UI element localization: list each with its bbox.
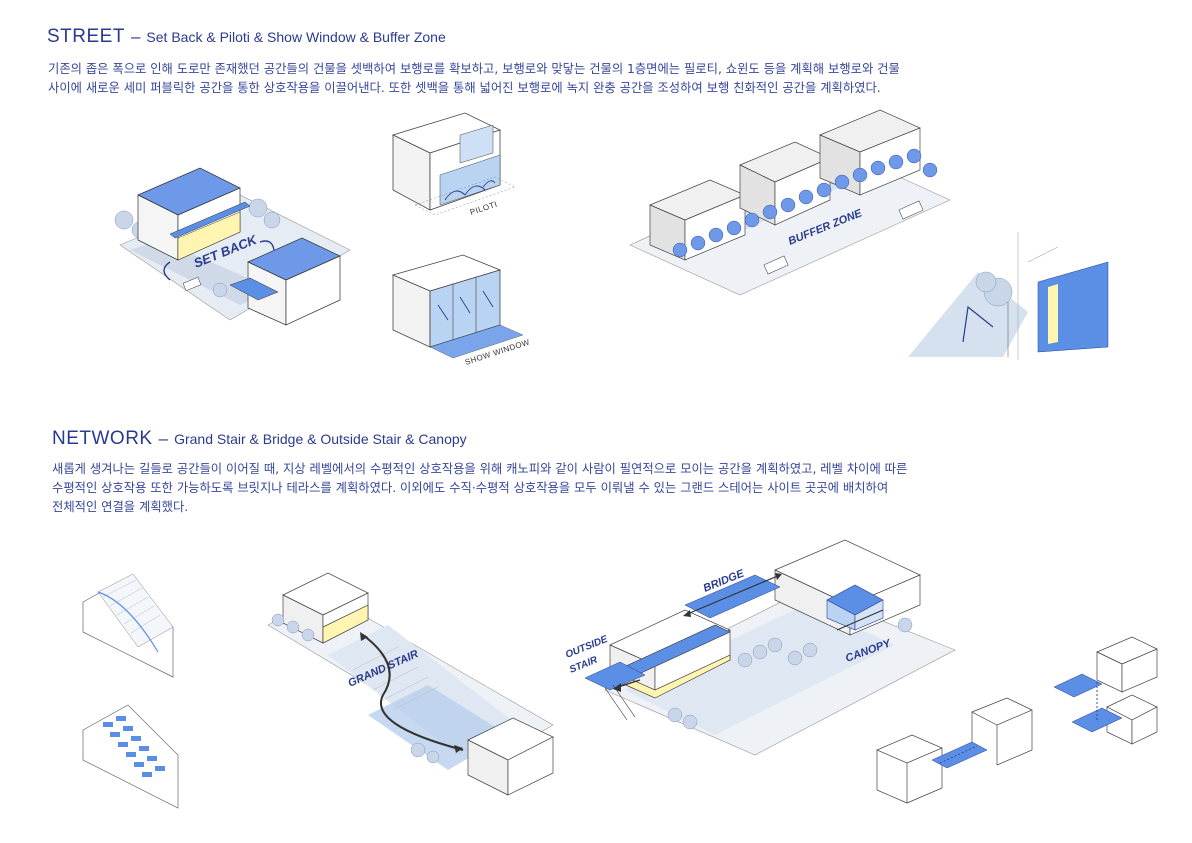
piloti-diagram: PILOTI: [391, 112, 516, 217]
street-paragraph: 기존의 좁은 폭으로 인해 도로만 존재했던 공간들의 건물을 셋백하여 보행로…: [48, 60, 900, 98]
network-section-title: NETWORK–Grand Stair & Bridge & Outside S…: [52, 428, 467, 450]
network-paragraph-line: 수평적인 상호작용 또한 가능하도록 브릿지나 테라스를 계획하였다. 이외에도…: [52, 481, 889, 495]
set-back-diagram: SET BACK: [114, 167, 351, 326]
stair-diagram-bottom: [82, 704, 179, 809]
street-subtitle: Set Back & Piloti & Show Window & Buffer…: [146, 29, 446, 45]
show-window-diagram: SHOW WINDOW: [391, 254, 531, 367]
network-title: NETWORK: [52, 428, 153, 449]
piloti-label: PILOTI: [469, 200, 499, 217]
network-paragraph-line: 전체적인 연결을 계획했다.: [52, 500, 189, 514]
bridge-canopy-diagram: BRIDGE OUTSIDE STAIR CANOPY: [564, 539, 956, 756]
vertical-mini-diagram: [1053, 636, 1158, 745]
network-subtitle: Grand Stair & Bridge & Outside Stair & C…: [174, 431, 467, 447]
corner-perspective-sketch: [908, 232, 1109, 360]
buffer-zone-diagram: BUFFER ZONE: [629, 109, 951, 296]
network-paragraph-line: 새롭게 생겨나는 길들로 공간들이 이어질 때, 지상 레벨에서의 수평적인 상…: [52, 462, 908, 476]
title-dash: –: [158, 429, 169, 448]
bridge-mini-diagram: [876, 697, 1033, 804]
street-paragraph-line: 기존의 좁은 폭으로 인해 도로만 존재했던 공간들의 건물을 셋백하여 보행로…: [48, 62, 900, 76]
street-title: STREET: [47, 26, 125, 47]
title-dash: –: [130, 27, 141, 46]
stair-diagram-top: [82, 573, 174, 678]
street-paragraph-line: 사이에 새로운 세미 퍼블릭한 공간을 통한 상호작용을 이끌어낸다. 또한 셋…: [48, 81, 881, 95]
network-paragraph: 새롭게 생겨나는 길들로 공간들이 이어질 때, 지상 레벨에서의 수평적인 상…: [52, 460, 907, 517]
outside-stair-label-line1: OUTSIDE: [564, 634, 610, 661]
grand-stair-diagram: GRAND STAIR: [267, 572, 554, 796]
street-section-title: STREET–Set Back & Piloti & Show Window &…: [47, 26, 446, 48]
